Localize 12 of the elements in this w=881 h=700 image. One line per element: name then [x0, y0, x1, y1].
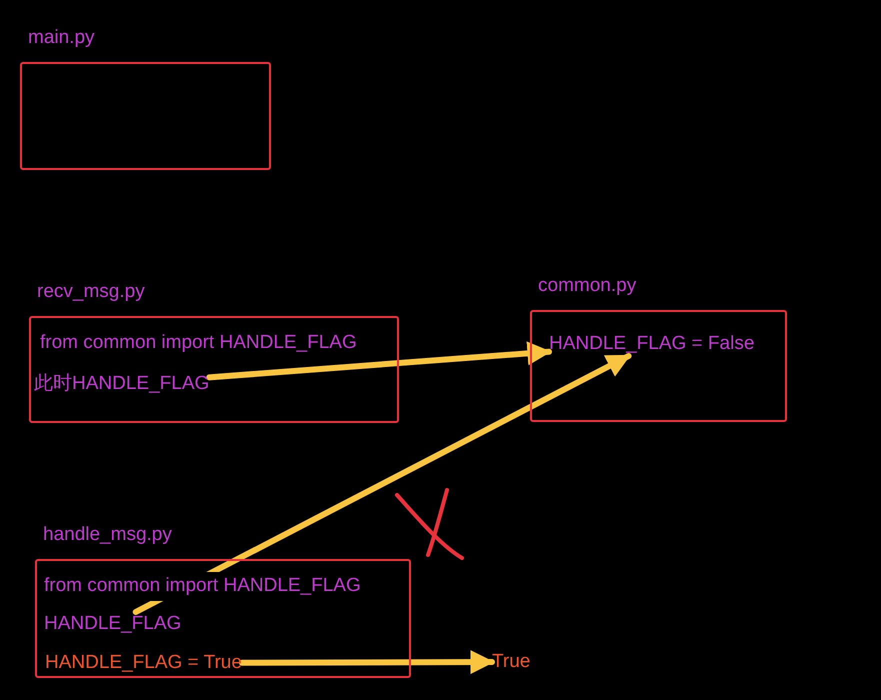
file-name: handle_msg.py: [43, 523, 172, 547]
code-line: True: [492, 650, 530, 674]
code-line: HANDLE_FLAG: [44, 612, 182, 636]
code-line: HANDLE_FLAG = True: [45, 651, 242, 675]
arrow: [206, 341, 552, 380]
arrow: [132, 353, 632, 615]
code-line: HANDLE_FLAG = False: [549, 332, 754, 356]
file-name: main.py: [28, 26, 95, 50]
file-name: recv_msg.py: [37, 280, 145, 304]
file-name: common.py: [538, 274, 636, 298]
code-line: 此时HANDLE_FLAG: [34, 372, 210, 396]
arrow: [238, 650, 495, 674]
